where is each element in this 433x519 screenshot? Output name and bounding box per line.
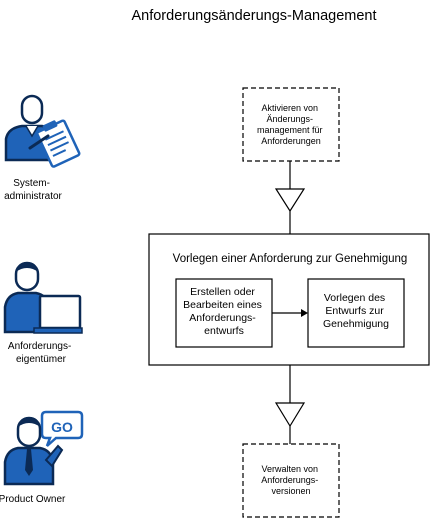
step-activate-label: Aktivieren von Änderungs- management für… — [257, 103, 325, 146]
requirement-owner-label: Anforderungs- eigentümer — [8, 341, 74, 365]
connector-activate-to-group — [274, 161, 306, 234]
go-sign-text: GO — [51, 419, 73, 435]
system-administrator-icon — [4, 94, 81, 168]
connector-group-to-manage — [274, 365, 306, 444]
system-administrator-label: System- administrator — [4, 178, 62, 202]
step-manage-versions — [242, 443, 340, 518]
product-owner-label: Product Owner — [0, 494, 66, 505]
step-submit-draft — [307, 278, 405, 348]
step-manage-versions-label: Verwalten von Anforderungs- versionen — [261, 464, 321, 496]
group-title: Vorlegen einer Anforderung zur Genehmigu… — [173, 253, 408, 265]
step-create-edit-label: Erstellen oder Bearbeiten eines Anforder… — [183, 286, 265, 337]
product-owner-icon: GO — [3, 410, 84, 486]
diagram-title: Anforderungsänderungs-Management — [131, 8, 376, 24]
requirement-owner-icon — [3, 261, 83, 334]
arrow-create-to-submit — [272, 309, 308, 317]
step-activate-change-management — [242, 87, 340, 162]
step-submit-draft-label: Vorlegen des Entwurfs zur Genehmigung — [323, 292, 389, 330]
